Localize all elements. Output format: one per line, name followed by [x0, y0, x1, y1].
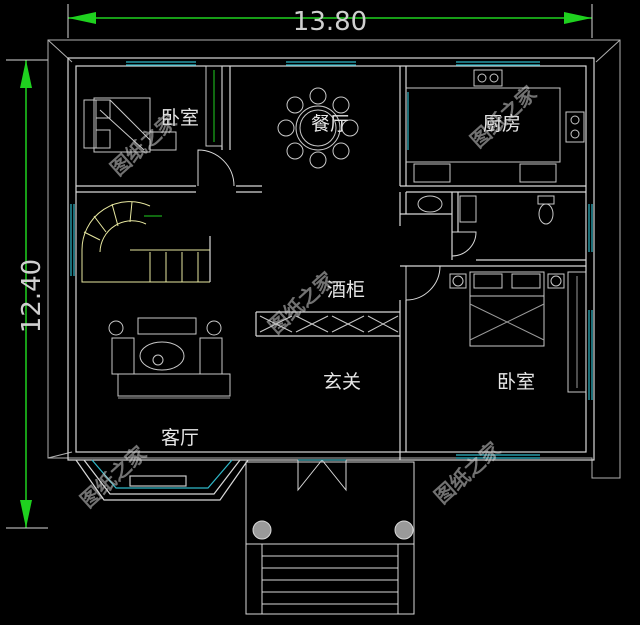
roof-outline [47, 39, 621, 479]
dimension-height: 12.40 [6, 59, 48, 529]
doors [197, 149, 477, 492]
wine-cabinet-shelves [259, 315, 399, 333]
entrance-steps [245, 461, 415, 615]
dining-set [277, 87, 359, 169]
watermark-3: 图纸之家 [264, 266, 340, 338]
room-label-bedroom-top-left: 卧室 [161, 107, 199, 129]
bay-window [75, 459, 249, 501]
kitchen-counter [405, 69, 585, 183]
watermark-2: 图纸之家 [466, 80, 542, 152]
wardrobe-right [567, 271, 587, 393]
room-label-dining: 餐厅 [311, 113, 349, 135]
height-dimension-label: 12.40 [17, 259, 47, 333]
watermark-1: 图纸之家 [106, 108, 182, 180]
column-left [252, 520, 272, 540]
spiral-staircase [81, 201, 210, 283]
watermark-5: 图纸之家 [430, 436, 506, 508]
bed-top-left [83, 97, 177, 153]
room-label-living: 客厅 [161, 427, 199, 449]
bathroom-fixtures [417, 195, 555, 225]
column-right [394, 520, 414, 540]
windows [70, 61, 593, 459]
wardrobe-top-left [205, 65, 223, 147]
bed-right [449, 271, 565, 347]
width-dimension-label: 13.80 [293, 7, 367, 37]
dimension-width: 13.80 [67, 4, 593, 38]
room-label-wine-cabinet: 酒柜 [327, 279, 365, 301]
room-label-kitchen: 厨房 [483, 113, 521, 135]
room-label-bedroom-right: 卧室 [497, 371, 535, 393]
room-label-foyer: 玄关 [323, 371, 361, 393]
living-sofa-set [108, 317, 231, 399]
